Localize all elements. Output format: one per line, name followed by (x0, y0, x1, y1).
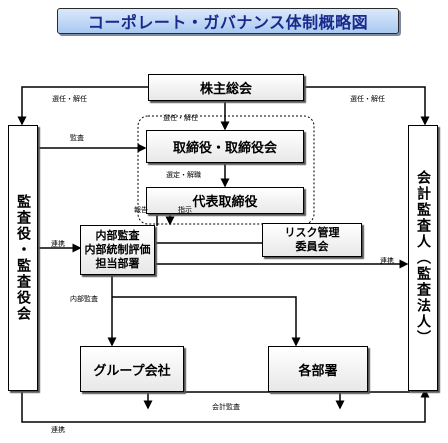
auditors-box: 監査役・監査役会 (8, 125, 38, 391)
label-coop-right: 連携 (380, 257, 394, 265)
label-elect-dismiss-board: 選任・解任 (163, 114, 198, 122)
risk-committee-box: リスク管理 委員会 (262, 223, 362, 257)
label-appoint-dismiss: 選定・解職 (166, 171, 201, 179)
risk-committee-line-1: リスク管理 (284, 226, 340, 239)
internal-audit-line-1: 内部監査 (95, 229, 140, 242)
group-companies-box: グループ会社 (80, 346, 184, 392)
label-accounting-audit: 会計監査 (212, 403, 240, 411)
label-coop-bottom: 連携 (51, 426, 65, 434)
auditors-label: 監査役・監査役会 (15, 194, 31, 322)
internal-audit-line-3: 担当部署 (95, 257, 140, 270)
arrow-accounting-audit (143, 391, 410, 410)
label-audit: 監査 (70, 134, 84, 142)
internal-audit-line-2: 内部統制評価 (84, 243, 151, 256)
accounting-auditor-box: 会計監査人（監査法人） (408, 125, 438, 391)
board-box: 取締役・取締役会 (146, 130, 304, 163)
shareholders-box: 株主総会 (148, 74, 304, 101)
board-group-outline (137, 115, 315, 225)
diagram-title: コーポレート・ガバナンス体制概略図 (57, 8, 399, 34)
departments-box: 各部署 (268, 346, 368, 392)
label-elect-dismiss-right: 選任・解任 (350, 95, 385, 103)
risk-committee-line-2: 委員会 (295, 240, 329, 253)
arrow-shareholders-accountant (303, 86, 430, 126)
internal-audit-box: 内部監査 内部統制評価 担当部署 (80, 225, 155, 275)
label-elect-dismiss-left: 選任・解任 (52, 95, 87, 103)
arrow-coop-bottom (17, 382, 430, 423)
label-report: 報告 (134, 206, 148, 214)
representative-box: 代表取締役 (146, 187, 304, 214)
arrow-shareholders-auditors (17, 86, 148, 126)
arrow-internal-audit-depts (112, 296, 301, 347)
accounting-auditor-label: 会計監査人（監査法人） (415, 170, 431, 346)
label-internal-audit: 内部監査 (70, 295, 98, 303)
label-instruction: 指示 (178, 206, 192, 214)
label-coop-left: 連携 (51, 240, 65, 248)
